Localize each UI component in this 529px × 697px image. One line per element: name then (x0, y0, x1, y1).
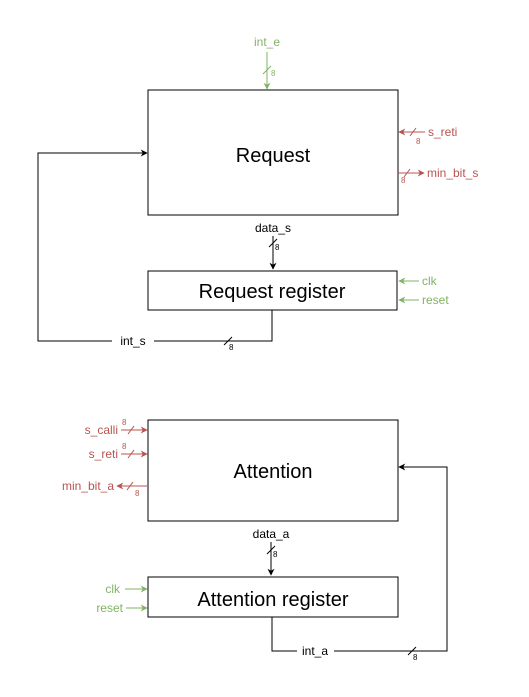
data-a-bus-slash (266, 545, 276, 555)
int-a-bus-slash (407, 646, 417, 656)
min-bit-a-bus-slash (126, 481, 134, 491)
request-register-block (147, 270, 398, 311)
attention-reset-label: reset (96, 601, 123, 615)
request-clk-label: clk (422, 274, 438, 288)
s-calli-label: s_calli (85, 423, 118, 437)
data-a-width: 8 (273, 550, 278, 559)
int-e-label: int_e (254, 35, 280, 49)
request-s-reti-width: 8 (416, 137, 421, 146)
request-s-reti-bus-slash (409, 127, 417, 137)
int-s-bus-slash (223, 336, 233, 346)
min-bit-s-bus-slash (403, 168, 411, 178)
request-reset-label: reset (422, 293, 449, 307)
request-section: int_e 8 Request 8 s_reti 8 min_bit_s dat… (37, 35, 478, 352)
min-bit-a-width: 8 (135, 489, 140, 498)
int-s-wire-right (154, 310, 273, 342)
request-register-title: Request register (199, 281, 346, 303)
attention-s-reti-bus-slash (127, 449, 135, 459)
min-bit-s-width: 8 (401, 176, 406, 185)
data-s-width: 8 (275, 243, 280, 252)
attention-block-title: Attention (234, 461, 313, 483)
data-s-label: data_s (255, 221, 291, 235)
request-block-title: Request (236, 145, 311, 167)
int-s-wire-left (37, 149, 148, 342)
int-s-label: int_s (120, 334, 145, 348)
data-a-label: data_a (253, 527, 290, 541)
attention-register-title: Attention register (197, 589, 349, 611)
attention-clk-label: clk (105, 582, 121, 596)
int-e-bus-slash (262, 65, 272, 75)
int-a-label: int_a (302, 644, 328, 658)
data-s-bus-slash (268, 238, 278, 248)
min-bit-s-label: min_bit_s (427, 166, 478, 180)
min-bit-a-label: min_bit_a (62, 479, 114, 493)
s-calli-width: 8 (122, 418, 127, 427)
request-s-reti-label: s_reti (428, 125, 457, 139)
attention-section: Attention s_calli 8 s_reti 8 min_bit_a 8… (62, 418, 448, 662)
attention-block (147, 419, 399, 522)
request-block (147, 89, 399, 216)
s-calli-bus-slash (127, 425, 135, 435)
attention-s-reti-width: 8 (122, 442, 127, 451)
int-a-wire-right (334, 463, 448, 652)
int-a-width: 8 (413, 653, 418, 662)
int-a-wire-left (271, 617, 297, 652)
int-s-width: 8 (229, 343, 234, 352)
attention-register-block (147, 576, 399, 618)
attention-s-reti-label: s_reti (89, 447, 118, 461)
int-e-width: 8 (271, 69, 276, 78)
